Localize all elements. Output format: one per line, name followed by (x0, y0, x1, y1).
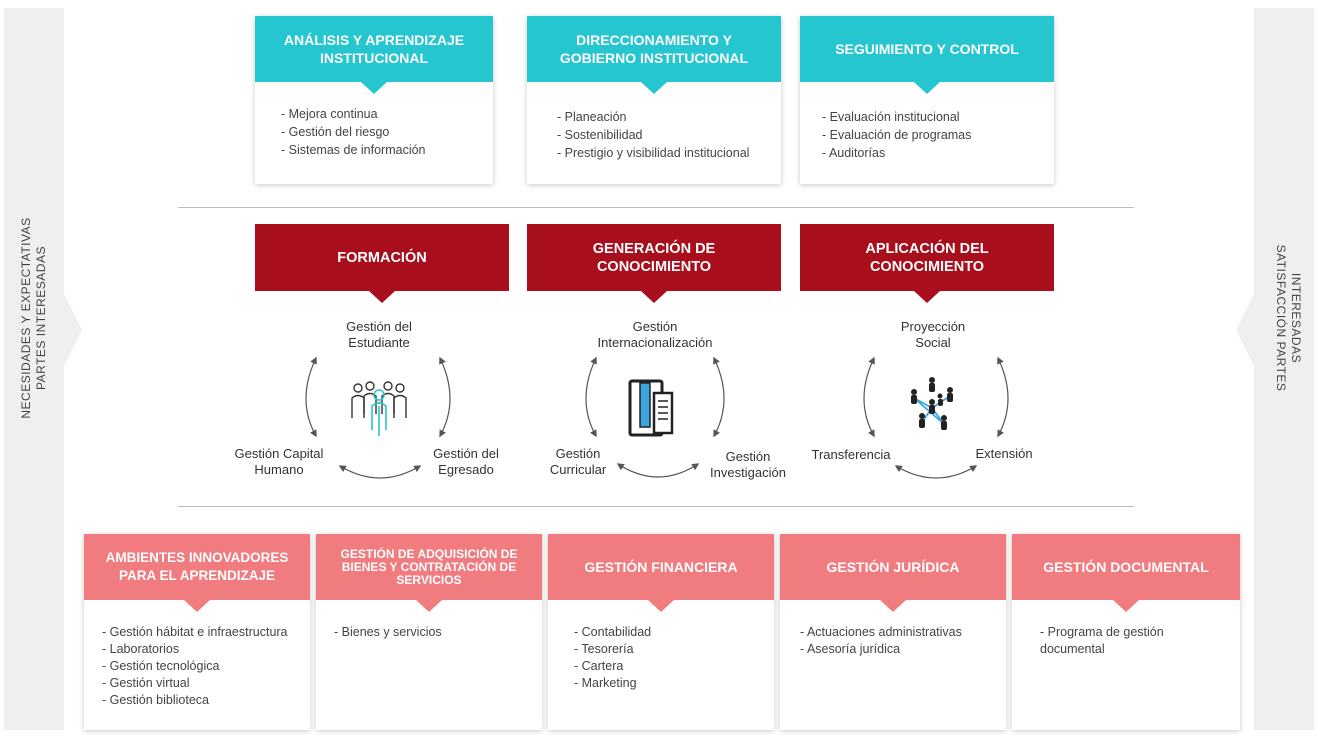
card-header: GESTIÓN FINANCIERA (548, 534, 774, 612)
card-item-list: - Gestión hábitat e infraestructura- Lab… (102, 625, 288, 707)
support-card-juridica: GESTIÓN JURÍDICA - Actuaciones administr… (780, 534, 1006, 730)
people-group-icon (351, 381, 407, 436)
support-card-adquisicion: GESTIÓN DE ADQUISICIÓN DE BIENES Y CONTR… (316, 534, 542, 730)
strategic-card-seguimiento: SEGUIMIENTO Y CONTROL - Evaluación insti… (800, 16, 1054, 184)
right-side-band (1254, 8, 1314, 730)
divider-top (178, 207, 1134, 208)
card-header: SEGUIMIENTO Y CONTROL (800, 16, 1054, 94)
card-header: DIRECCIONAMIENTO Y GOBIERNO INSTITUCIONA… (527, 16, 781, 94)
card-header: GESTIÓN DE ADQUISICIÓN DE BIENES Y CONTR… (316, 534, 542, 612)
card-item-list: - Mejora continua- Gestión del riesgo- S… (281, 107, 426, 157)
cycle-top-label: Proyección Social (900, 319, 966, 350)
card-item-list: - Contabilidad- Tesorería- Cartera- Mark… (574, 625, 652, 690)
card-header: GESTIÓN DOCUMENTAL (1012, 534, 1240, 612)
left-arrow-shape (60, 286, 82, 374)
missional-header-generacion: GENERACIÓN DE CONOCIMIENTO (527, 224, 781, 303)
card-item-list: - Planeación- Sostenibilidad- Prestigio … (557, 110, 750, 160)
cycle-left-label: Gestión Curricular (549, 446, 607, 477)
card-header: ANÁLISIS Y APRENDIZAJE INSTITUCIONAL (255, 16, 493, 94)
card-item-list: - Actuaciones administrativas- Asesoría … (800, 625, 962, 656)
cycle-left-label: Transferencia (811, 447, 891, 462)
card-header: GESTIÓN JURÍDICA (780, 534, 1006, 612)
support-card-ambientes: AMBIENTES INNOVADORES PARA EL APRENDIZAJ… (84, 534, 310, 730)
strategic-card-analisis: ANÁLISIS Y APRENDIZAJE INSTITUCIONAL - M… (255, 16, 493, 184)
missional-header-formacion: FORMACIÓN (255, 224, 509, 303)
cycle-right-label: Extensión (975, 446, 1033, 461)
right-arrow-shape (1236, 286, 1258, 374)
cycle-top-label: Gestión del Estudiante (346, 319, 412, 350)
cycle-arrows (863, 356, 1009, 479)
cycle-left-label: Gestión Capital Humano (234, 446, 324, 477)
support-card-documental: GESTIÓN DOCUMENTAL - Programa de gestión… (1012, 534, 1240, 730)
strategic-card-direccionamiento: DIRECCIONAMIENTO Y GOBIERNO INSTITUCIONA… (527, 16, 781, 184)
left-side-band (4, 8, 64, 730)
cycle-arrows (305, 356, 451, 479)
cycle-arrows (585, 356, 725, 478)
missional-header-aplicacion: APLICACIÓN DEL CONOCIMIENTO (800, 224, 1054, 303)
card-item-list: - Evaluación institucional- Evaluación d… (822, 110, 972, 160)
book-document-icon (628, 379, 674, 437)
card-item-list: - Bienes y servicios (334, 625, 442, 639)
network-people-icon (911, 377, 953, 430)
support-card-financiera: GESTIÓN FINANCIERA - Contabilidad- Tesor… (548, 534, 774, 730)
cycle-right-label: Gestión Investigación (710, 449, 786, 480)
divider-bottom (178, 506, 1134, 507)
card-header: AMBIENTES INNOVADORES PARA EL APRENDIZAJ… (84, 534, 310, 612)
cycle-right-label: Gestión del Egresado (433, 446, 499, 477)
